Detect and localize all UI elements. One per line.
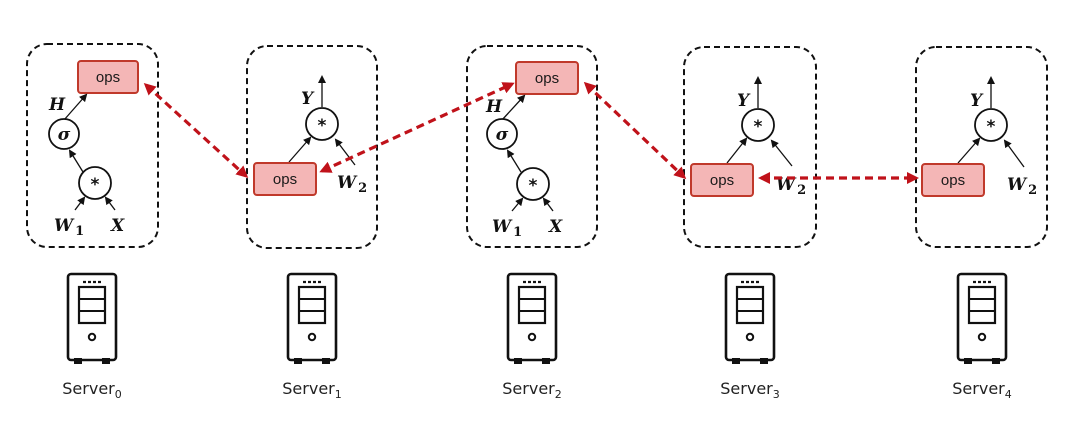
server-icon (506, 272, 558, 364)
link-0-1 (143, 82, 249, 179)
var-x: X (548, 217, 563, 237)
server-label-0: Server0 (62, 379, 121, 401)
ops-node[interactable]: ops (77, 60, 139, 94)
server-machines (66, 272, 1008, 364)
server-label-4: Server4 (952, 379, 1011, 401)
ops-node[interactable]: ops (921, 163, 985, 197)
ops-node[interactable]: ops (515, 61, 579, 95)
partition-box (683, 46, 817, 248)
sigma-node: σ (48, 118, 80, 150)
svg-text:σ: σ (496, 125, 509, 145)
ops-label: ops (710, 172, 734, 189)
svg-text:*: * (987, 117, 996, 137)
var-y: Y (737, 91, 751, 111)
communication-links (143, 81, 919, 184)
ops-label: ops (96, 69, 120, 86)
server-label-1: Server1 (282, 379, 341, 401)
partition-box (246, 45, 378, 249)
server-label-2: Server2 (502, 379, 561, 401)
svg-text:*: * (91, 175, 100, 195)
multiply-node: * (741, 108, 775, 142)
ops-label: ops (273, 171, 297, 188)
server-icon (956, 272, 1008, 364)
link-2-3 (583, 81, 687, 180)
var-y: Y (970, 91, 984, 111)
ops-node[interactable]: ops (253, 162, 317, 196)
multiply-node: * (974, 108, 1008, 142)
multiply-node: * (305, 107, 339, 141)
svg-text:*: * (318, 116, 327, 136)
ops-label: ops (535, 70, 559, 87)
multiply-node: * (516, 167, 550, 201)
link-1-2 (319, 82, 515, 173)
svg-text:*: * (529, 176, 538, 196)
var-y: Y (301, 89, 315, 109)
server-icon (66, 272, 118, 364)
server-icon (724, 272, 776, 364)
server-label-3: Server3 (720, 379, 779, 401)
multiply-node: * (78, 166, 112, 200)
ops-label: ops (941, 172, 965, 189)
server-labels: Server0 Server1 Server2 Server3 Server4 (62, 379, 1011, 401)
sigma-node: σ (486, 118, 518, 150)
var-h: H (485, 97, 503, 117)
svg-text:σ: σ (58, 125, 71, 145)
var-h: H (48, 95, 66, 115)
ops-node[interactable]: ops (690, 163, 754, 197)
server-icon (286, 272, 338, 364)
svg-text:*: * (754, 117, 763, 137)
var-x: X (110, 216, 125, 236)
partition-box (915, 46, 1048, 248)
